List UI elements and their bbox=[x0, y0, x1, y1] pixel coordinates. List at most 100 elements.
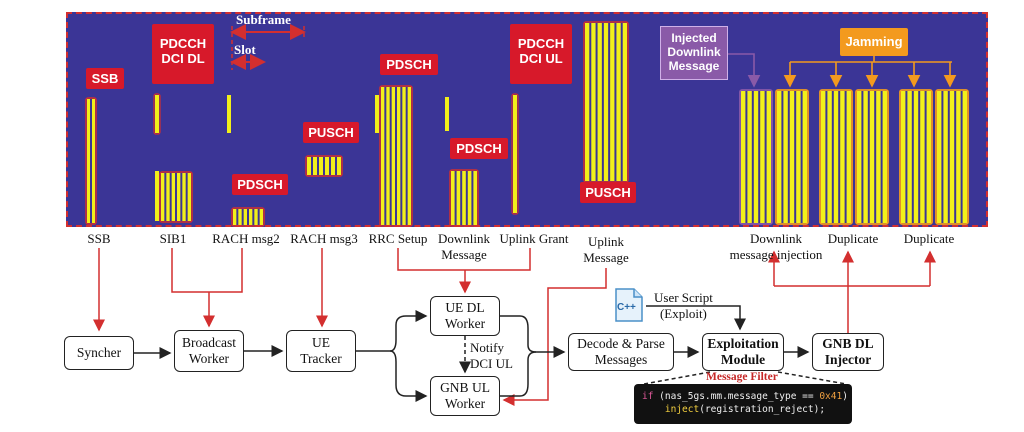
ul-pusch-stripe bbox=[591, 23, 596, 181]
inject-1-signal-stripe bbox=[753, 91, 759, 223]
pdsch-tag-rach2: PDSCH bbox=[232, 174, 288, 195]
label-ulgrant: Uplink Grant bbox=[499, 231, 569, 246]
dl-pdsch-stripe bbox=[473, 171, 477, 225]
inject-1-signal bbox=[741, 91, 771, 223]
label-duplicate-2: Duplicate bbox=[903, 231, 955, 246]
code-arg: (registration_reject); bbox=[699, 404, 826, 415]
ul-pusch-stripe bbox=[622, 23, 627, 181]
rach3-pusch-stripe bbox=[313, 157, 317, 175]
label-rrc: RRC Setup bbox=[368, 231, 428, 246]
dup-b-signal-stripe bbox=[840, 91, 845, 223]
ue-tracker-box: UE Tracker bbox=[286, 330, 356, 372]
ssb-tag: SSB bbox=[86, 68, 124, 89]
rrc-pdsch-stripe bbox=[391, 87, 395, 225]
sib1-pdcch-frame bbox=[153, 93, 161, 135]
code-hex: 0x41 bbox=[819, 391, 843, 402]
dup-a-signal-stripe bbox=[777, 91, 782, 223]
sib1-pdsch-stripe bbox=[177, 173, 181, 221]
dup-d-signal-stripe bbox=[920, 91, 925, 223]
dup-e-frame bbox=[935, 89, 969, 225]
dup-b-frame bbox=[819, 89, 853, 225]
code-cond-b: ) bbox=[842, 391, 848, 402]
dup-d-signal-stripe bbox=[926, 91, 931, 223]
rach3-pusch bbox=[307, 157, 341, 175]
pdcch-dl-tag: PDCCH DCI DL bbox=[152, 24, 214, 84]
gnb-ul-worker-box: GNB UL Worker bbox=[430, 376, 500, 416]
dl-pdsch-stripe bbox=[462, 171, 466, 225]
rach3-pusch-stripe bbox=[331, 157, 335, 175]
inject-1-signal-stripe bbox=[766, 91, 771, 223]
syncher-text: Syncher bbox=[76, 345, 122, 360]
dup-b-signal bbox=[821, 91, 851, 223]
uedl-to-decode bbox=[500, 315, 566, 358]
rach2-pdsch-stripe bbox=[238, 209, 242, 225]
label-uplink: Uplink Message bbox=[583, 234, 629, 265]
ul-pusch-stripe bbox=[585, 23, 590, 181]
sib1-pdcch-2-stripe bbox=[155, 171, 159, 221]
ulgrant-pdcch bbox=[513, 95, 517, 213]
broadcast-text: Broadcast Worker bbox=[182, 335, 236, 366]
rrc-pdsch-stripe bbox=[402, 87, 406, 225]
dup-a-signal bbox=[777, 91, 807, 223]
exploitation-module-box: Exploitation Module bbox=[702, 333, 784, 371]
label-downlink: Downlink Message bbox=[438, 231, 490, 262]
sib1-frame bbox=[159, 171, 193, 223]
dup-c-signal-stripe bbox=[857, 91, 862, 223]
sib1-down bbox=[171, 248, 243, 293]
sib1-pdsch-stripe bbox=[187, 173, 191, 221]
tracker-split-down bbox=[389, 350, 428, 402]
dup-a-frame bbox=[775, 89, 809, 225]
dup-c-signal bbox=[857, 91, 887, 223]
rach3-frame bbox=[305, 155, 343, 177]
dup-b-signal-stripe bbox=[833, 91, 839, 223]
sib1-pdcch bbox=[155, 95, 159, 133]
injected-arrow bbox=[728, 53, 761, 88]
broadcast-worker-box: Broadcast Worker bbox=[174, 330, 244, 372]
dup-b-signal-stripe bbox=[827, 91, 832, 223]
code-inject: inject bbox=[664, 404, 700, 415]
pdsch-tag-rrc: PDSCH bbox=[380, 54, 438, 75]
uedl-text: UE DL Worker bbox=[444, 300, 486, 331]
sib1-pdsch-stripe bbox=[182, 173, 186, 221]
user-script-label: User Script (Exploit) bbox=[654, 290, 713, 321]
ul-pusch-stripe bbox=[597, 23, 602, 181]
ul-down bbox=[502, 268, 607, 406]
inject-1-signal-stripe bbox=[741, 91, 746, 223]
rrc-pdcch-stripe bbox=[375, 95, 379, 133]
rach2-frame bbox=[231, 207, 265, 227]
ssb-signal-stripe bbox=[92, 99, 95, 223]
sib1-pdsch-stripe bbox=[171, 173, 175, 221]
rach2-pdsch-stripe bbox=[243, 209, 247, 225]
rach2-pdcch-stripe bbox=[227, 95, 231, 133]
rach2-pdcch bbox=[227, 95, 231, 133]
gnbul-text: GNB UL Worker bbox=[440, 380, 490, 411]
dl-pdsch-stripe bbox=[467, 171, 472, 225]
pdcch-ul-tag: PDCCH DCI UL bbox=[510, 24, 572, 84]
subframe-label: Subframe bbox=[236, 12, 291, 27]
filter-dash-r bbox=[777, 371, 847, 385]
dup-d-signal-stripe bbox=[901, 91, 906, 223]
code-indent bbox=[642, 404, 665, 415]
dup-e-signal-stripe bbox=[956, 91, 961, 223]
ssb-frame bbox=[85, 97, 97, 225]
rrc-pdcch bbox=[375, 95, 379, 133]
dup-d-signal-stripe bbox=[907, 91, 912, 223]
rrc-pdsch-stripe bbox=[381, 87, 385, 225]
dup-e-signal-stripe bbox=[943, 91, 948, 223]
injected-tag: Injected Downlink Message bbox=[660, 26, 728, 80]
dup-c-signal-stripe bbox=[876, 91, 881, 223]
inject-1-signal-stripe bbox=[760, 91, 765, 223]
dup-e-signal bbox=[937, 91, 967, 223]
sib1-pdcch-2 bbox=[155, 171, 159, 221]
ul-pusch-stripe bbox=[616, 23, 621, 181]
code-snippet: if (nas_5gs.mm.message_type == 0x41) inj… bbox=[634, 384, 852, 424]
slot-label: Slot bbox=[234, 42, 256, 57]
label-ssb: SSB bbox=[87, 231, 111, 246]
syncher-box: Syncher bbox=[64, 336, 134, 370]
cpp-file-icon: C++ bbox=[614, 288, 644, 322]
dup-c-frame bbox=[855, 89, 889, 225]
pusch-tag-rach3: PUSCH bbox=[303, 122, 359, 143]
pusch-tag-uplink: PUSCH bbox=[580, 182, 636, 203]
dup-a-signal-stripe bbox=[802, 91, 807, 223]
